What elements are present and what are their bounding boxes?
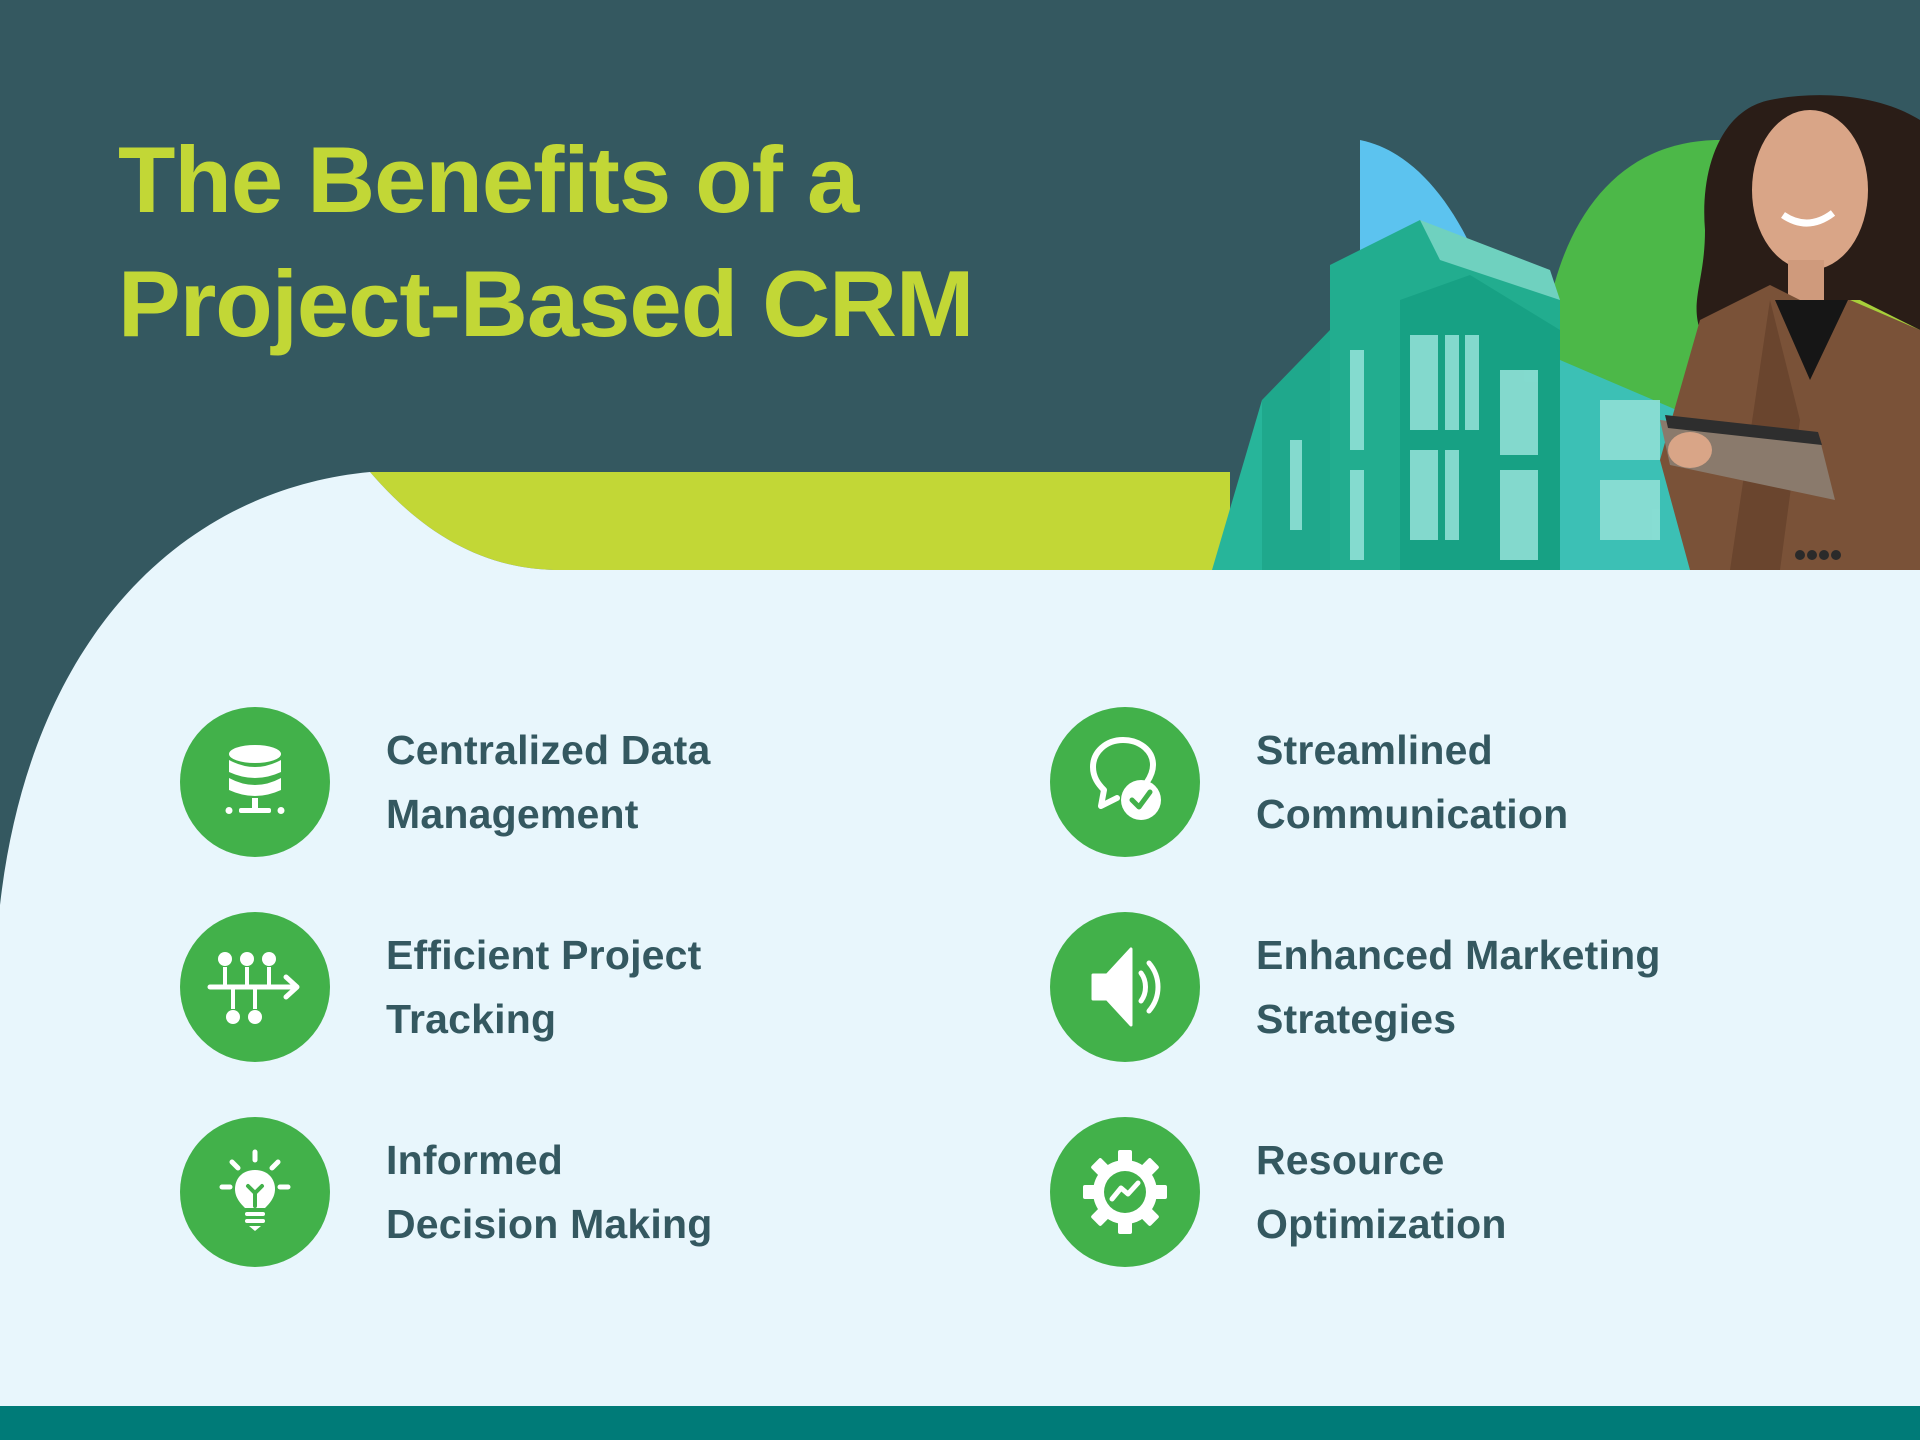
footer-bar — [0, 1406, 1920, 1440]
benefit-label-line2: Strategies — [1256, 996, 1457, 1042]
benefit-centralized-data: Centralized Data Management — [180, 707, 710, 857]
benefit-label-line1: Enhanced Marketing — [1256, 932, 1661, 978]
benefit-label-line1: Resource — [1256, 1137, 1445, 1183]
building-image — [1212, 220, 1700, 570]
benefit-project-tracking: Efficient Project Tracking — [180, 912, 702, 1062]
benefit-label-line1: Efficient Project — [386, 932, 702, 978]
benefit-resource-optimization: Resource Optimization — [1050, 1117, 1507, 1267]
benefit-icon-badge — [1050, 912, 1200, 1062]
benefit-icon-badge — [1050, 1117, 1200, 1267]
benefit-label-line2: Decision Making — [386, 1201, 713, 1247]
lime-band-shape — [370, 472, 1230, 570]
benefit-label-line1: Streamlined — [1256, 727, 1493, 773]
benefit-label-line1: Centralized Data — [386, 727, 711, 773]
benefit-icon-badge — [180, 912, 330, 1062]
benefit-icon-badge — [1050, 707, 1200, 857]
title-line-2: Project-Based CRM — [118, 251, 974, 356]
benefit-label-line2: Optimization — [1256, 1201, 1507, 1247]
benefit-label: Efficient Project Tracking — [386, 923, 702, 1051]
benefit-icon-badge — [180, 1117, 330, 1267]
hero-illustration — [1212, 95, 1920, 570]
timeline-tracking-icon — [207, 952, 300, 1024]
light-panel-shape — [0, 472, 1920, 1440]
benefit-label: Centralized Data Management — [386, 718, 710, 846]
benefit-label: Streamlined Communication — [1256, 718, 1568, 846]
benefit-enhanced-marketing: Enhanced Marketing Strategies — [1050, 912, 1661, 1062]
benefit-label-line2: Management — [386, 791, 639, 837]
database-network-icon — [225, 745, 285, 814]
woman-with-tablet-image — [1660, 95, 1920, 570]
benefit-label: Enhanced Marketing Strategies — [1256, 923, 1661, 1051]
chat-check-icon — [1090, 737, 1161, 820]
benefit-label: Informed Decision Making — [386, 1128, 713, 1256]
benefit-streamlined-communication: Streamlined Communication — [1050, 707, 1568, 857]
benefit-label-line1: Informed — [386, 1137, 563, 1183]
lightbulb-idea-icon — [219, 1149, 291, 1231]
benefit-label: Resource Optimization — [1256, 1128, 1507, 1256]
benefit-label-line2: Communication — [1256, 791, 1569, 837]
gear-trend-icon — [1083, 1150, 1167, 1234]
page-title: The Benefits of a Project-Based CRM — [118, 118, 974, 366]
benefit-informed-decision: Informed Decision Making — [180, 1117, 713, 1267]
title-line-1: The Benefits of a — [118, 127, 859, 232]
benefit-label-line2: Tracking — [386, 996, 557, 1042]
speaker-icon — [1091, 947, 1161, 1027]
benefit-icon-badge — [180, 707, 330, 857]
